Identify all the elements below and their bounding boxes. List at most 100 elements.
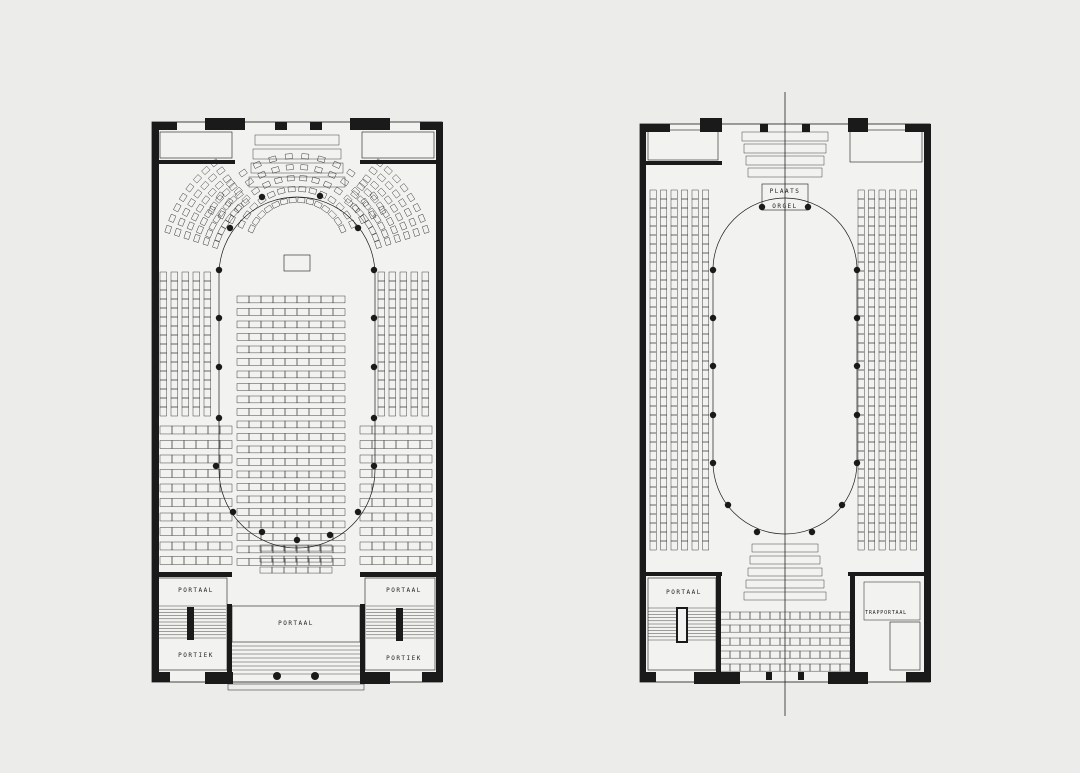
seat [376, 173, 387, 183]
seat [419, 440, 433, 449]
seat [398, 198, 407, 208]
wall [350, 118, 390, 130]
column [709, 459, 717, 467]
seat [210, 158, 220, 168]
seat [251, 216, 261, 226]
seat [910, 540, 918, 551]
seat [380, 229, 389, 239]
seat [212, 240, 220, 249]
seat [224, 197, 234, 207]
seat [383, 165, 393, 175]
seat [193, 189, 203, 199]
seat [229, 208, 239, 218]
wall [360, 672, 390, 684]
seat [192, 406, 200, 417]
seat [377, 187, 387, 197]
seat [170, 406, 178, 417]
seat [332, 533, 346, 541]
seat [332, 358, 346, 366]
seat [221, 188, 231, 198]
seat [279, 198, 289, 206]
seat [383, 237, 392, 246]
wall [360, 604, 365, 674]
seat [204, 209, 213, 219]
seat [691, 540, 699, 551]
seat [393, 234, 401, 243]
wall [360, 160, 438, 164]
wall [640, 124, 670, 132]
seat [394, 212, 404, 222]
seat [313, 200, 323, 209]
seat [649, 540, 657, 551]
column [709, 411, 717, 419]
column [709, 362, 717, 370]
column [709, 314, 717, 322]
seat [419, 556, 433, 565]
seat [300, 164, 309, 171]
seat [311, 176, 320, 185]
seat [308, 187, 318, 195]
seat [222, 201, 232, 211]
seat [332, 370, 346, 379]
seat [217, 226, 226, 236]
seat [228, 182, 238, 192]
seat [412, 203, 421, 213]
column [724, 501, 732, 509]
seat [209, 201, 219, 211]
seat [177, 217, 186, 227]
seat [391, 189, 401, 199]
seat [344, 198, 354, 207]
seat [317, 155, 326, 163]
seat [235, 202, 245, 212]
seat [332, 320, 346, 329]
seat [263, 204, 273, 214]
choir-seat-row [252, 148, 342, 160]
seat [207, 205, 216, 215]
seat [332, 445, 346, 454]
seat [297, 197, 306, 204]
seat [381, 209, 390, 219]
seat [422, 225, 430, 234]
wall [766, 672, 772, 680]
column [311, 672, 319, 680]
seat [219, 527, 233, 536]
seat [406, 192, 416, 203]
seat [214, 233, 223, 242]
seat [226, 179, 236, 189]
seat [185, 183, 195, 193]
wall [850, 576, 855, 676]
wall [848, 572, 924, 576]
seat [174, 228, 182, 237]
seat [338, 224, 347, 234]
column [326, 531, 334, 539]
stair-well [676, 607, 688, 643]
seat [193, 234, 201, 243]
seat [266, 190, 276, 199]
lectern [283, 254, 311, 272]
seat [219, 498, 233, 507]
wall [646, 161, 722, 165]
seat [276, 187, 286, 195]
wall [187, 607, 194, 640]
seat [403, 207, 412, 217]
seat [364, 219, 373, 229]
trapportaal-box [863, 581, 921, 621]
seat [378, 205, 387, 215]
seat [383, 195, 393, 205]
seat [200, 180, 210, 191]
staircase [159, 131, 233, 159]
seat [159, 406, 167, 417]
seat [368, 226, 377, 236]
column [215, 363, 223, 371]
column [853, 411, 861, 419]
seat [355, 208, 365, 218]
column [753, 528, 761, 536]
column [215, 414, 223, 422]
wall [640, 124, 646, 682]
label-portaal: PORTAAL [666, 589, 702, 596]
label-portaal-left: PORTAAL [178, 587, 214, 594]
entrance-hall [231, 605, 361, 643]
seat [702, 540, 710, 551]
seat [182, 207, 191, 217]
